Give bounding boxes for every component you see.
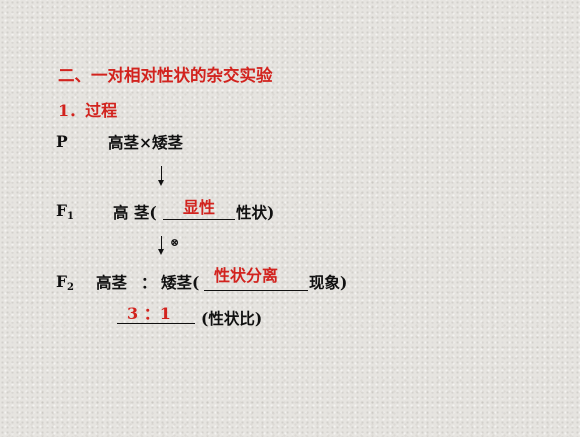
ratio-suffix-text: (性状比) [201, 309, 263, 328]
f1-answer-text: 显性 [183, 198, 216, 217]
arrow-down-icon [158, 166, 164, 186]
f2-answer-text: 性状分离 [214, 266, 279, 285]
f2-suffix-text: 现象) [309, 273, 348, 292]
f1-answer-blank [163, 219, 235, 220]
f2-answer-blank [204, 290, 308, 291]
f2-tall-text: 高茎 [96, 273, 128, 292]
self-cross-icon: ⊗ [170, 236, 180, 249]
p-generation-label: P [56, 132, 68, 151]
f2-label-sub: 2 [67, 282, 74, 293]
ratio-answer-blank [117, 323, 195, 324]
arrow-down-icon [158, 236, 164, 255]
f1-label-letter: F [56, 201, 68, 220]
f1-generation-label: F1 [56, 201, 74, 222]
p-cross-text: 高茎×矮茎 [108, 133, 183, 152]
f2-generation-label: F2 [56, 272, 74, 293]
f2-colon-text: ： [141, 273, 157, 292]
f1-plant-text: 高 茎( [113, 203, 157, 222]
f1-suffix-text: 性状) [236, 203, 275, 222]
f1-label-sub: 1 [67, 211, 74, 222]
f2-dwarf-text: 矮茎( [161, 273, 200, 292]
ratio-answer-text: 3 ：1 [127, 304, 171, 323]
subsection-title: 1．过程 [58, 101, 118, 120]
f2-label-letter: F [56, 272, 68, 291]
section-title: 二、一对相对性状的杂交实验 [58, 66, 273, 85]
